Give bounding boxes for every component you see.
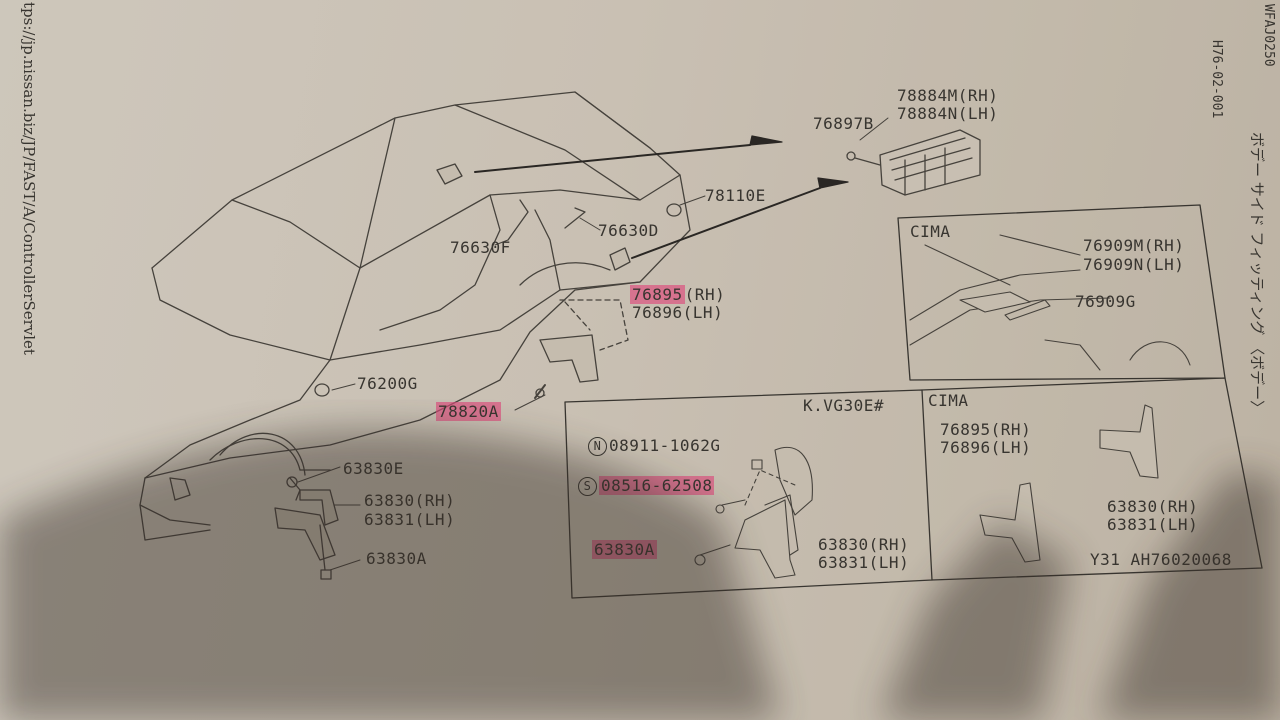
body-clips bbox=[289, 163, 682, 501]
label-cima-76896-lh: 76896(LH) bbox=[940, 438, 1032, 457]
label-76630d: 76630D bbox=[598, 221, 659, 240]
label-inset-63831-lh: 63831(LH) bbox=[818, 553, 910, 572]
page-ref: H76-02-001 bbox=[1209, 40, 1224, 119]
highlight-08516: 08516-62508 bbox=[599, 476, 715, 495]
mudflap-63830-drawing bbox=[274, 476, 339, 580]
highlight-76895: 76895 bbox=[630, 285, 685, 304]
inset-cima-bottom-title: CIMA bbox=[928, 391, 969, 410]
label-76895-rh: 76895(RH) bbox=[630, 285, 726, 304]
label-76896-lh: 76896(LH) bbox=[632, 303, 724, 322]
label-cima-63831-lh: 63831(LH) bbox=[1107, 515, 1199, 534]
label-63830-rh: 63830(RH) bbox=[364, 491, 456, 510]
kvg30e-mudflap-drawing bbox=[694, 446, 813, 579]
label-inset-63830a: 63830A bbox=[592, 540, 657, 559]
label-63831-lh: 63831(LH) bbox=[364, 510, 456, 529]
pointer-arrows bbox=[474, 144, 821, 259]
section-title: ボデー サイド フィッティング 〈ボデー〉 bbox=[1248, 132, 1266, 416]
figure-code: Y31 AH76020068 bbox=[1090, 550, 1232, 569]
mudflap-76895-drawing bbox=[534, 299, 629, 399]
inset-kvg30e-title: K.VG30E# bbox=[803, 396, 885, 415]
label-78820a: 78820A bbox=[436, 402, 501, 421]
label-76200g: 76200G bbox=[357, 374, 418, 393]
label-76909m: 76909M(RH) bbox=[1083, 236, 1185, 255]
label-cima-76895-rh: 76895(RH) bbox=[940, 420, 1032, 439]
label-76897b: 76897B bbox=[813, 114, 874, 133]
inset-cima-top-title: CIMA bbox=[910, 222, 951, 241]
cima-interior-drawing bbox=[909, 234, 1191, 371]
label-63830a: 63830A bbox=[366, 549, 427, 568]
label-cima-63830-rh: 63830(RH) bbox=[1107, 497, 1199, 516]
label-78884m: 78884M(RH) bbox=[897, 86, 999, 105]
module-78884-drawing bbox=[846, 129, 981, 196]
highlight-78820a: 78820A bbox=[436, 402, 501, 421]
n-marker-icon: N bbox=[588, 437, 607, 456]
label-78110e: 78110E bbox=[705, 186, 766, 205]
label-76630f: 76630F bbox=[450, 238, 511, 257]
highlight-63830a: 63830A bbox=[592, 540, 657, 559]
label-78884n: 78884N(LH) bbox=[897, 104, 999, 123]
label-63830e: 63830E bbox=[343, 459, 404, 478]
s-marker-icon: S bbox=[578, 477, 597, 496]
url-text: tps://jp.nissan.biz/JP/FAST/A/Controller… bbox=[20, 2, 38, 355]
sheet-code: WFAJ0250 bbox=[1261, 4, 1276, 67]
label-inset-63830-rh: 63830(RH) bbox=[818, 535, 910, 554]
label-76909g: 76909G bbox=[1075, 292, 1136, 311]
label-76909n: 76909N(LH) bbox=[1083, 255, 1185, 274]
